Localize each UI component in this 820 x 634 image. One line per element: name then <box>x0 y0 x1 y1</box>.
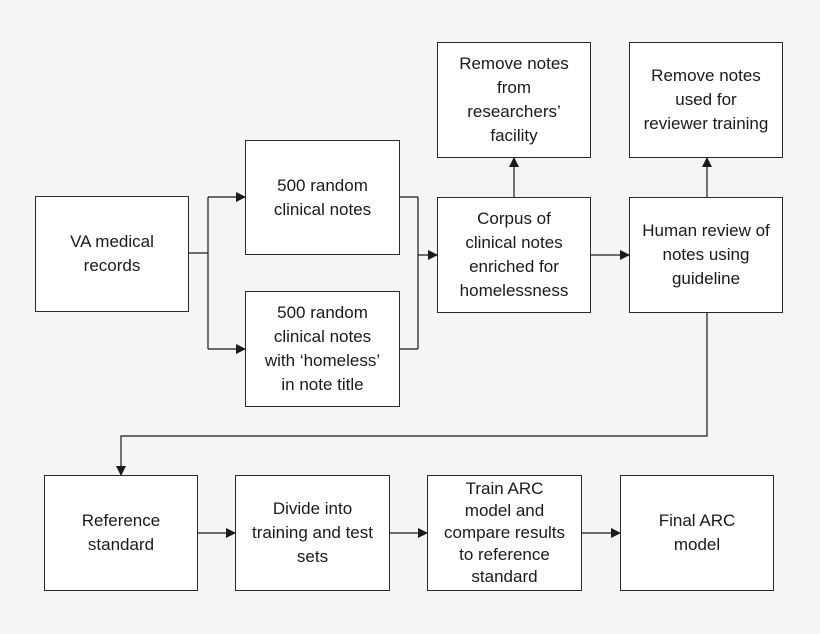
random-notes-label: 500 random clinical notes <box>273 175 372 219</box>
remove-facility-notes-box: Remove notes from researchers’ facility <box>437 42 591 158</box>
train-arc-box: Train ARC model and compare results to r… <box>427 475 582 591</box>
human-review-box: Human review of notes using guideline <box>629 197 783 313</box>
final-arc-model-label: Final ARC model <box>658 511 736 554</box>
remove-training-notes-label: Remove notes used for reviewer training <box>643 66 769 133</box>
train-arc-label: Train ARC model and compare results to r… <box>444 479 565 586</box>
random-notes-box: 500 random clinical notes <box>245 140 400 255</box>
final-arc-model-box: Final ARC model <box>620 475 774 591</box>
reference-standard-label: Reference standard <box>81 511 161 554</box>
human-review-label: Human review of notes using guideline <box>642 221 770 288</box>
remove-training-notes-box: Remove notes used for reviewer training <box>629 42 783 158</box>
va-medical-records-box: VA medical records <box>35 196 189 312</box>
va-medical-records-label: VA medical records <box>70 232 154 275</box>
corpus-box: Corpus of clinical notes enriched for ho… <box>437 197 591 313</box>
divide-sets-label: Divide into training and test sets <box>252 499 373 566</box>
reference-standard-box: Reference standard <box>44 475 198 591</box>
corpus-label: Corpus of clinical notes enriched for ho… <box>459 209 569 300</box>
arrow-review-to-reference <box>116 313 708 476</box>
homeless-notes-label: 500 random clinical notes with ‘homeless… <box>264 303 381 394</box>
homeless-notes-box: 500 random clinical notes with ‘homeless… <box>245 291 400 407</box>
remove-facility-notes-label: Remove notes from researchers’ facility <box>459 54 569 145</box>
divide-sets-box: Divide into training and test sets <box>235 475 390 591</box>
